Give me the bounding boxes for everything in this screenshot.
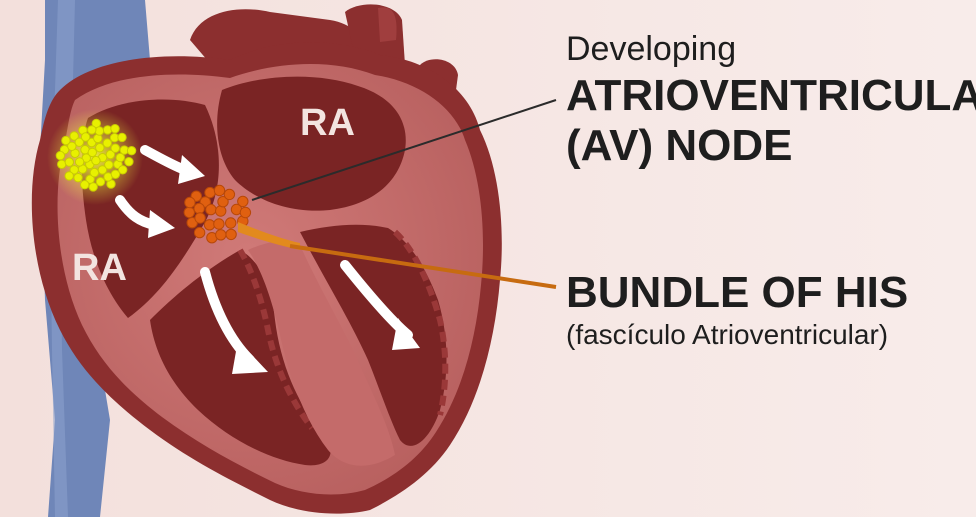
sa-node-cell [89,183,97,191]
av-node-cell [184,207,194,217]
av-node-cell [204,220,214,230]
sa-node-cell [75,158,83,166]
sa-node-cell [105,161,113,169]
sa-node-cell [118,133,126,141]
sa-node-cell [125,158,133,166]
av-node-title-line1: ATRIOVENTRICULAR [566,71,976,120]
av-node-prefix: Developing [566,30,736,68]
av-node-cell [194,227,204,237]
av-node-cell [185,197,195,207]
av-node-cell [194,203,204,213]
av-node-cell [226,218,236,228]
chamber-label-left-atrium: RA [72,247,127,289]
av-node-cell [216,230,226,240]
av-node-title-line2: (AV) NODE [566,121,793,170]
sa-node-cell [56,151,64,159]
bundle-subtitle: (fascículo Atrioventricular) [566,319,888,350]
bundle-title: BUNDLE OF HIS [566,268,908,317]
chamber-label-right-atrium: RA [300,102,355,144]
sa-node-cell [88,148,96,156]
sa-node-cell [95,127,103,135]
sa-node-cell [58,160,66,168]
sa-node-cell [74,174,82,182]
av-node-cell [226,229,236,239]
av-node-cell [206,204,216,214]
sa-node-cell [88,126,96,134]
sa-node-cell [96,178,104,186]
sa-node-cell [111,170,119,178]
sa-node-cell [103,139,111,147]
sa-node-cell [111,144,119,152]
sa-node-cell [92,156,100,164]
sa-node-cell [127,147,135,155]
sa-node-cell [116,153,124,161]
av-node-cell [214,219,224,229]
sa-node-cell [62,136,70,144]
sa-node-cell [65,158,73,166]
av-node-cell [214,185,224,195]
av-node-cell [195,213,205,223]
sa-node-cell [111,125,119,133]
av-node-cell [216,206,226,216]
sa-node-cell [81,181,89,189]
sa-node-cell [81,133,89,141]
av-node-cell [240,207,250,217]
av-node-cell [205,187,215,197]
av-node-cell [224,189,234,199]
sa-node-cell [90,168,98,176]
sa-node-cell [65,172,73,180]
sa-node-cell [96,144,104,152]
